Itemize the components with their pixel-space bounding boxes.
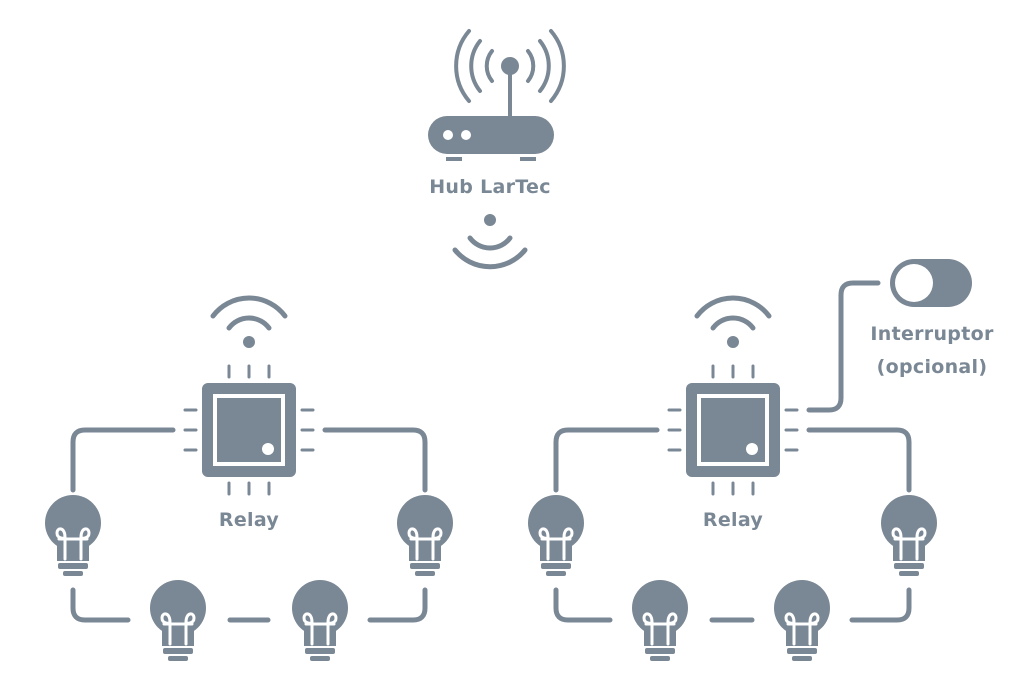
light-bulb-icon [395,493,455,578]
light-bulb-icon [772,578,832,663]
hub-label: Hub LarTec [429,176,551,198]
light-bulb-icon [290,578,350,663]
light-bulb-icon [879,493,939,578]
hub-signal-icon [452,214,528,270]
router-icon [428,29,566,161]
wifi-icon [213,298,285,348]
light-bulb-icon [526,493,586,578]
wire [70,427,428,623]
switch-label: Interruptor [870,323,994,345]
wire [553,280,912,623]
light-bulb-icon [630,578,690,663]
light-bulb-icon [43,493,103,578]
wifi-icon [697,298,769,348]
relay-label: Relay [702,509,764,531]
relay-label: Relay [218,509,280,531]
light-bulb-icon [148,578,208,663]
switch-label-optional: (opcional) [876,356,988,378]
relay-chip-icon [667,364,799,496]
toggle-switch-icon [890,259,972,307]
relay-chip-icon [183,364,315,496]
